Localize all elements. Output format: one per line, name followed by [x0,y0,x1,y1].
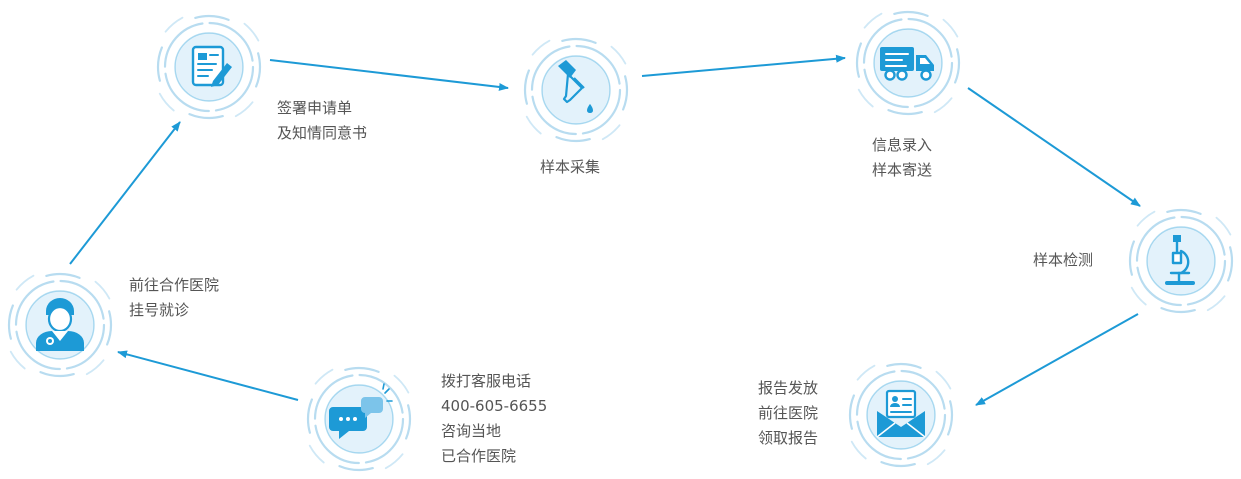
dropper-icon [518,32,634,148]
step-sign-line-1: 签署申请单 [277,99,353,117]
step-ship-line-2: 样本寄送 [872,161,933,179]
step-sign-node [149,7,269,127]
arrow-visit-to-sign [69,121,181,265]
step-test-label: 样本检测 [1033,248,1093,273]
step-ship-line-1: 信息录入 [872,136,933,154]
step-call-node [299,359,419,479]
step-call-line-3: 咨询当地 [441,422,502,440]
step-call-line-1: 拨打客服电话 [441,372,532,390]
step-visit-label: 前往合作医院 挂号就诊 [129,273,219,323]
doctor-icon [2,267,118,383]
microscope-icon [1123,203,1239,319]
step-sign-line-2: 及知情同意书 [277,124,368,142]
chat-bubble-icon [301,361,417,477]
step-test-line-1: 样本检测 [1033,251,1094,269]
step-visit-line-1: 前往合作医院 [129,276,220,294]
step-call-line-4: 已合作医院 [441,447,517,465]
step-report-line-1: 报告发放 [758,379,819,397]
arrow-sign-to-collect [269,59,509,91]
step-visit-node [0,265,120,385]
step-collect-line-1: 样本采集 [540,158,601,176]
arrow-test-to-report [975,313,1139,406]
arrow-call-to-visit [117,350,299,401]
step-report-line-2: 前往医院 [758,404,819,422]
form-pen-icon [151,9,267,125]
step-visit-line-2: 挂号就诊 [129,301,190,319]
step-ship-label: 信息录入 样本寄送 [872,133,932,183]
step-call-line-2: 400-605-6655 [441,397,548,415]
step-report-node [841,355,961,475]
step-report-line-3: 领取报告 [758,429,819,447]
step-report-label: 报告发放 前往医院 领取报告 [758,376,818,451]
step-collect-label: 样本采集 [540,155,600,180]
truck-icon [850,5,966,121]
arrow-ship-to-test [967,87,1141,207]
step-test-node [1121,201,1241,321]
envelope-report-icon [843,357,959,473]
step-collect-node [516,30,636,150]
step-sign-label: 签署申请单 及知情同意书 [277,96,367,146]
step-ship-node [848,3,968,123]
arrow-collect-to-ship [641,54,846,77]
step-call-label: 拨打客服电话 400-605-6655 咨询当地 已合作医院 [441,369,547,469]
